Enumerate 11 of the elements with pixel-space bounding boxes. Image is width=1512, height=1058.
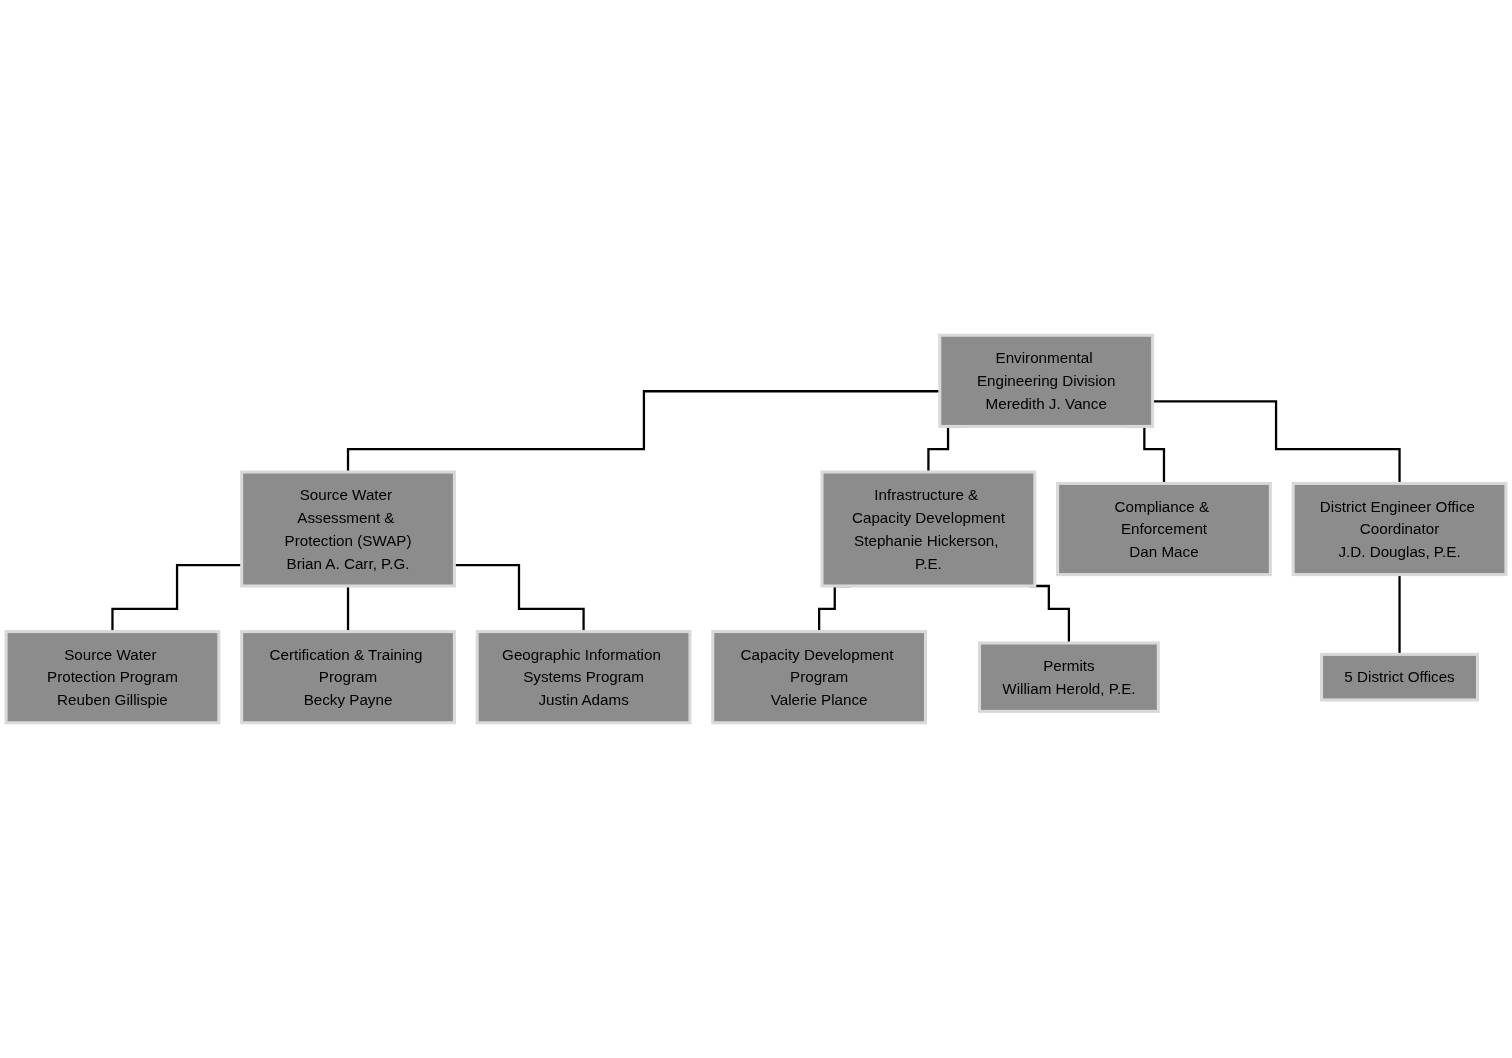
node-box: 5 District Offices <box>1320 652 1480 702</box>
node-box: Source Water Protection Program Reuben Gillispie <box>4 630 221 725</box>
node-box: District Engineer Office Coordinator J.D. Douglas, P.E. <box>1291 481 1508 577</box>
node-box: Geographic Information Systems Program Justin Adams <box>475 630 692 725</box>
node-box: Compliance & Enforcement Dan Mace <box>1056 481 1272 577</box>
node-box: Certification & Training Program Becky Payne <box>240 630 456 725</box>
node-box: Source Water Assessment & Protection (SWAP) Brian A. Carr, P.G. <box>240 470 456 588</box>
node-box: Environmental Engineering Division Meredith J. Vance <box>938 333 1155 428</box>
node-box: Permits William Herold, P.E. <box>978 641 1160 713</box>
node-box: Infrastructure & Capacity Development Stephanie Hickerson, P.E. <box>820 470 1037 588</box>
node-box: Capacity Development Program Valerie Plance <box>711 630 928 725</box>
